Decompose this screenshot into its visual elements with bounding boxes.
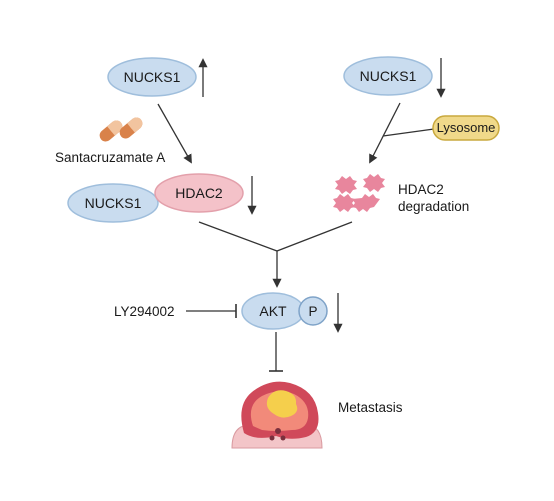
nucks1-left-node bbox=[107, 57, 197, 97]
converge-right-line bbox=[276, 221, 353, 252]
hdac2-complex-label: HDAC2 bbox=[175, 185, 223, 201]
nucks1-to-degradation-arrow bbox=[369, 102, 401, 164]
capsule-pills-icon bbox=[99, 117, 143, 142]
lysosome-connector bbox=[382, 128, 435, 137]
nucks1-right-label: NUCKS1 bbox=[360, 68, 417, 84]
hdac2-degradation-label-line2: degradation bbox=[398, 199, 469, 214]
nucks1-left-label: NUCKS1 bbox=[124, 69, 181, 85]
santacruzamate-a-label: Santacruzamate A bbox=[55, 150, 165, 165]
phospho-label: P bbox=[308, 304, 317, 319]
nucks1-to-complex-arrow bbox=[157, 103, 192, 164]
metastasis-label: Metastasis bbox=[338, 400, 403, 415]
lysosome-label: Lysosome bbox=[437, 120, 496, 135]
nucks1-complex-label: NUCKS1 bbox=[85, 195, 142, 211]
converge-left-line bbox=[198, 221, 278, 252]
akt-label: AKT bbox=[259, 303, 287, 319]
degraded-protein-icon bbox=[333, 174, 385, 212]
hdac2-degradation-label-line1: HDAC2 bbox=[398, 182, 444, 197]
nucks1-complex-node bbox=[67, 183, 159, 223]
phospho-node bbox=[298, 296, 328, 326]
nucks1-right-node bbox=[343, 56, 433, 96]
hdac2-complex-node bbox=[154, 173, 244, 213]
lysosome-node bbox=[432, 115, 500, 141]
tumor-icon bbox=[231, 381, 323, 449]
ly294002-label: LY294002 bbox=[114, 304, 175, 319]
